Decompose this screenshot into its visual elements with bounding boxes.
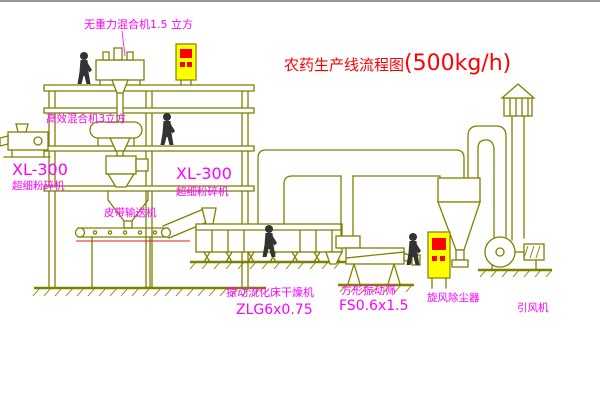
vibrating-sieve: [338, 247, 421, 293]
building-frame: [32, 84, 266, 297]
panel-button: [180, 62, 185, 67]
dryer-outlet: [325, 251, 344, 265]
label-vibrating-sieve-model: FS0.6x1.5: [339, 298, 409, 314]
title-capacity: (500kg/h): [404, 51, 511, 76]
fan-casing: [484, 236, 516, 268]
label-crusher-left-model: XL-300: [12, 160, 68, 179]
rain-cap-cone: [500, 83, 536, 99]
gravity-free-mixer: [95, 47, 145, 123]
cyclone-exhaust-duct: [467, 125, 507, 239]
page-title: 农药生产线流程图(500kg/h): [284, 51, 511, 76]
worker-figure: [160, 113, 175, 145]
worker-figure: [77, 52, 92, 84]
title-chinese: 农药生产线流程图: [284, 56, 404, 74]
label-vibrating-sieve: 方形振动筛: [341, 283, 396, 297]
label-belt-conveyor: 皮带输送机: [104, 206, 157, 219]
label-high-efficiency-mixer: 高效混合机3立方: [46, 112, 126, 125]
panel-display: [180, 49, 192, 58]
control-panel-right: [427, 231, 451, 289]
belt-conveyor: [74, 207, 214, 289]
label-fan: 引风机: [517, 301, 549, 314]
label-fluidbed-dryer-model: ZLG6x0.75: [236, 302, 313, 318]
exhaust-duct: [257, 149, 465, 225]
label-crusher-left-name: 超细粉碎机: [12, 179, 65, 192]
label-crusher-center-model: XL-300: [176, 164, 232, 183]
label-gravity-free-mixer: 无重力混合机1.5 立方: [84, 17, 193, 31]
drop-duct: [335, 175, 361, 249]
crusher-center: [105, 155, 149, 188]
sieve-feed-hood: [335, 235, 361, 249]
panel-button: [432, 256, 437, 261]
cyclone-airlock: [451, 259, 469, 268]
leader-line: [121, 30, 126, 57]
discharge-hopper: [107, 190, 149, 229]
label-crusher-center-name: 超细粉碎机: [176, 185, 229, 198]
induced-draft-fan: [478, 236, 553, 278]
cyclone-separator: [437, 177, 481, 268]
labels: 无重力混合机1.5 立方 高效混合机3立方 XL-300 超细粉碎机 XL-30…: [12, 17, 549, 318]
exhaust-stack: [500, 83, 536, 241]
panel-button: [440, 256, 445, 261]
label-fluidbed-dryer: 振动流化床干燥机: [226, 285, 314, 299]
panel-button: [187, 62, 192, 67]
panel-display: [432, 238, 446, 250]
high-efficiency-mixer: [89, 121, 143, 157]
crusher-left: [0, 123, 51, 158]
label-cyclone: 旋风除尘器: [427, 291, 480, 304]
control-panel-top: [175, 43, 197, 86]
